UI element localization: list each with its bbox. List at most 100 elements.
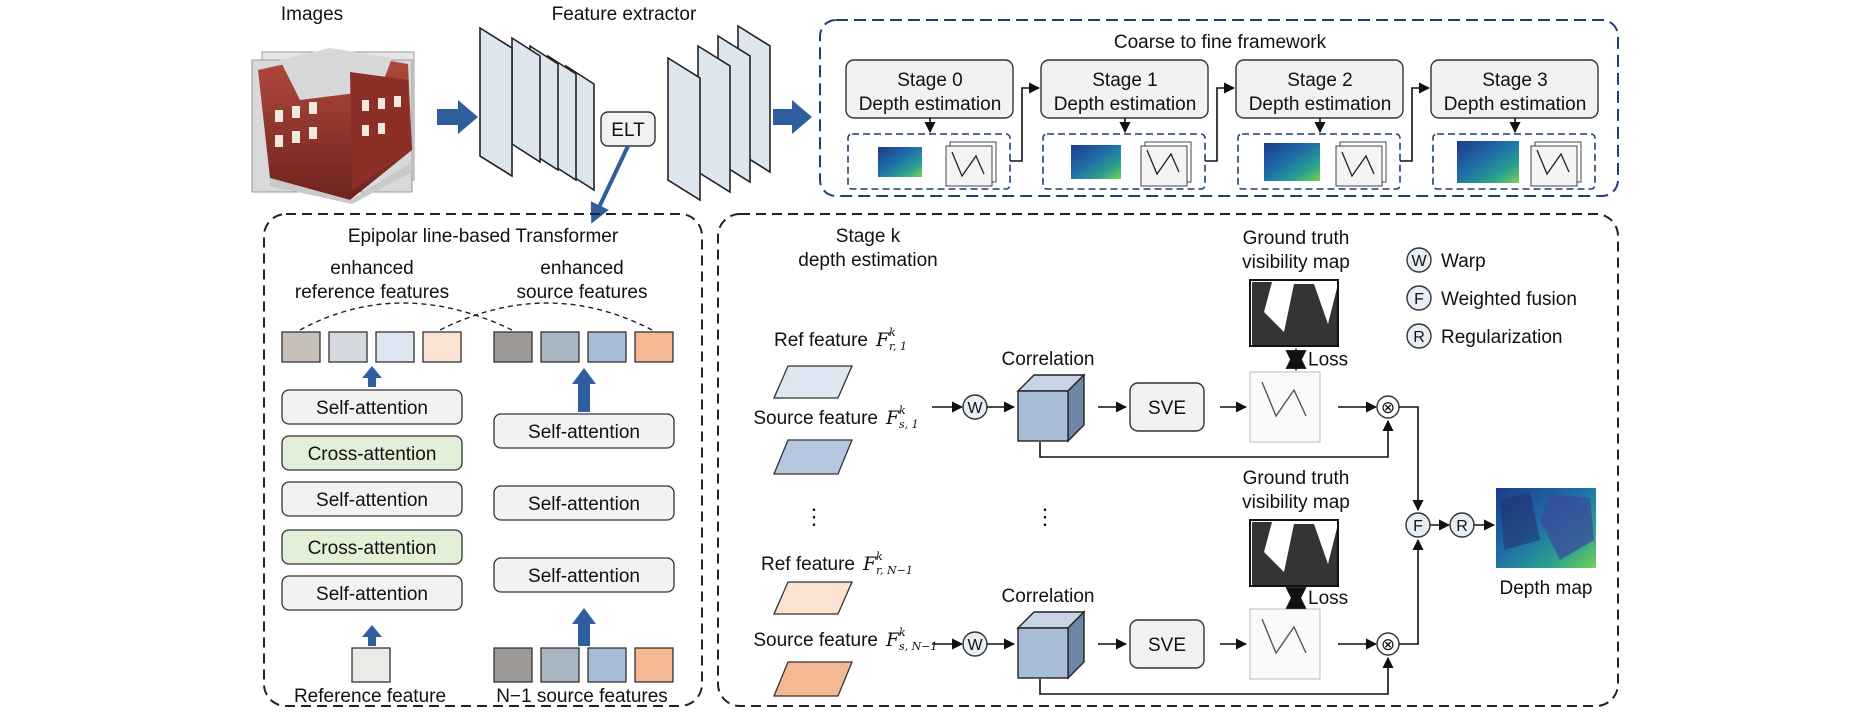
ref-attention-label: Cross-attention xyxy=(308,538,437,559)
src-feature-1-label: Source feature xyxy=(753,408,878,429)
reference-feature-square xyxy=(351,647,391,683)
stage-subtitle: Depth estimation xyxy=(1249,94,1392,115)
src-feature-1-sup: k xyxy=(899,404,906,417)
warp-letter: W xyxy=(967,400,983,417)
enhanced-ref-label-2: reference features xyxy=(295,282,449,303)
stage-connector xyxy=(1205,82,1236,162)
multiply-symbol: ⊗ xyxy=(1381,635,1395,654)
coarse-to-fine-panel: Coarse to fine framework xyxy=(819,19,1619,197)
source-features-label: N−1 source features xyxy=(496,686,668,707)
skip-connection xyxy=(1039,419,1394,458)
stage-output-box xyxy=(1042,133,1206,190)
src-feature-n-label: Source feature xyxy=(753,630,878,651)
images-label: Images xyxy=(281,4,343,25)
stage-0: Stage 0 Depth estimation xyxy=(845,59,1041,190)
legend-symbol xyxy=(1406,247,1432,273)
feature-extractor-label: Feature extractor xyxy=(552,4,697,25)
regularization-letter: R xyxy=(1456,518,1468,535)
ref-feature-1-plane xyxy=(773,365,853,399)
elt-pointer-arrow xyxy=(590,145,630,224)
stage-title: Stage 0 xyxy=(897,70,963,91)
src-feature-n-plane xyxy=(773,661,853,697)
elt-title: Epipolar line-based Transformer xyxy=(348,226,619,247)
legend-label: Regularization xyxy=(1441,327,1562,348)
src-feature-1-plane xyxy=(773,439,853,475)
ref-up-arrow-top xyxy=(362,366,382,387)
source-feature-squares xyxy=(493,647,674,683)
legend-symbol xyxy=(1406,323,1432,349)
ref-attention-block xyxy=(281,481,463,517)
features-ellipsis: ⋮ xyxy=(803,504,825,529)
elt-panel: Epipolar line-based Transformer enhanced… xyxy=(263,213,703,707)
stage-depth-thumb xyxy=(878,147,922,177)
stage-subtitle: Depth estimation xyxy=(1444,94,1587,115)
stage-connector xyxy=(1010,82,1041,162)
sve-box xyxy=(1129,619,1205,669)
input-images xyxy=(251,48,415,204)
reference-feature-label: Reference feature xyxy=(294,686,446,707)
stage-k-title: Stage k xyxy=(836,226,901,247)
gt-label-2: visibility map xyxy=(1242,492,1350,513)
src-attention-label: Self-attention xyxy=(528,422,640,443)
gt-label-2: visibility map xyxy=(1242,252,1350,273)
legend-label: Warp xyxy=(1441,251,1486,272)
legend-letter: R xyxy=(1413,329,1425,346)
warp-letter: W xyxy=(967,637,983,654)
src-attention-block xyxy=(493,413,675,449)
sve-label: SVE xyxy=(1148,398,1186,419)
stage-output-box xyxy=(1432,133,1596,190)
ref-attention-label: Cross-attention xyxy=(308,444,437,465)
predicted-visibility-map xyxy=(1249,608,1321,680)
correlation-label: Correlation xyxy=(1002,586,1095,607)
src-up-arrow-bottom xyxy=(572,608,596,646)
legend-letter: W xyxy=(1411,253,1427,270)
predicted-visibility-map xyxy=(1249,371,1321,443)
stage-depth-thumb xyxy=(1457,141,1519,183)
enhanced-ref-label-1: enhanced xyxy=(330,258,413,279)
src-attention-block xyxy=(493,485,675,521)
ref-feature-1-label: Ref feature xyxy=(774,330,868,351)
stage-visibility-thumb xyxy=(1335,145,1383,187)
correlation-cube-front xyxy=(1017,390,1069,442)
src-attention-label: Self-attention xyxy=(528,566,640,587)
src-up-arrow-top xyxy=(572,368,596,412)
stage-depth-thumb xyxy=(1264,143,1320,181)
ref-attention-label: Self-attention xyxy=(316,584,428,605)
ref-feature-n-symbol: F xyxy=(862,553,877,575)
src-feature-n-sup: k xyxy=(899,626,906,639)
framework-title: Coarse to fine framework xyxy=(1114,32,1327,53)
ref-feature-n-sub: r, N−1 xyxy=(876,564,913,577)
stage-k-subtitle: depth estimation xyxy=(798,250,937,271)
ref-feature-n-plane xyxy=(773,581,853,615)
legend-letter: F xyxy=(1414,291,1424,308)
gt-label-1: Ground truth xyxy=(1243,468,1350,489)
src-feature-n-symbol: F xyxy=(885,629,900,651)
skip-connection xyxy=(1039,656,1394,695)
src-attention-label: Self-attention xyxy=(528,494,640,515)
stage-subtitle: Depth estimation xyxy=(859,94,1002,115)
flow-arrow-1 xyxy=(437,100,478,134)
depth-map-image xyxy=(1496,488,1596,568)
src-feature-1-symbol: F xyxy=(885,407,900,429)
flow-arrow-2 xyxy=(773,100,812,134)
stage-output-box xyxy=(1237,133,1401,190)
elt-tag: ELT xyxy=(600,111,656,147)
ref-attention-label: Self-attention xyxy=(316,398,428,419)
legend-symbol xyxy=(1406,285,1432,311)
ref-feature-n-sup: k xyxy=(876,550,883,563)
weighted-fusion-letter: F xyxy=(1413,518,1423,535)
sve-label: SVE xyxy=(1148,635,1186,656)
ref-attention-block xyxy=(281,575,463,611)
src-feature-n-sub: s, N−1 xyxy=(899,640,937,653)
gt-label-1: Ground truth xyxy=(1243,228,1350,249)
ref-attention-block xyxy=(281,529,463,565)
enhanced-src-features xyxy=(493,331,674,363)
ref-feature-1-symbol: F xyxy=(875,329,890,351)
ref-up-arrow-bottom xyxy=(362,625,382,646)
ref-attention-block xyxy=(281,435,463,471)
